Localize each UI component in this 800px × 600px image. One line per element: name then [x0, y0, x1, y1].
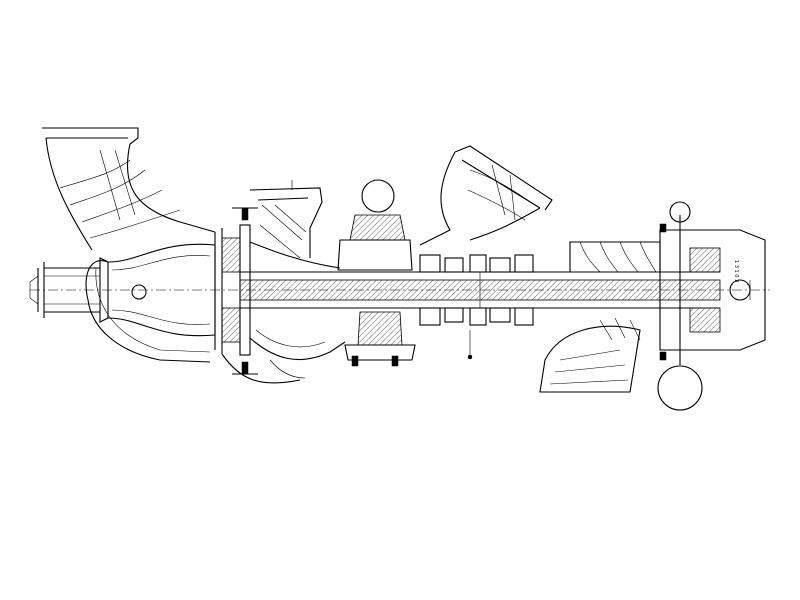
turbine-stage-upper — [569, 241, 661, 273]
turbine-stage-lower — [539, 317, 641, 393]
lower-casing — [221, 329, 346, 384]
seal-stack — [419, 254, 534, 360]
intake-casing — [85, 228, 223, 363]
center-bearing — [337, 179, 416, 367]
main-shaft — [239, 271, 721, 309]
side-note: 1 3 1 0 3 — [733, 260, 739, 282]
exhaust-duct — [419, 145, 553, 246]
upper-casing-duct — [249, 180, 341, 269]
front-bearing-housing — [221, 207, 258, 375]
rear-housing: 1 3 1 0 3 — [657, 201, 766, 411]
upper-inlet-duct — [42, 127, 216, 251]
